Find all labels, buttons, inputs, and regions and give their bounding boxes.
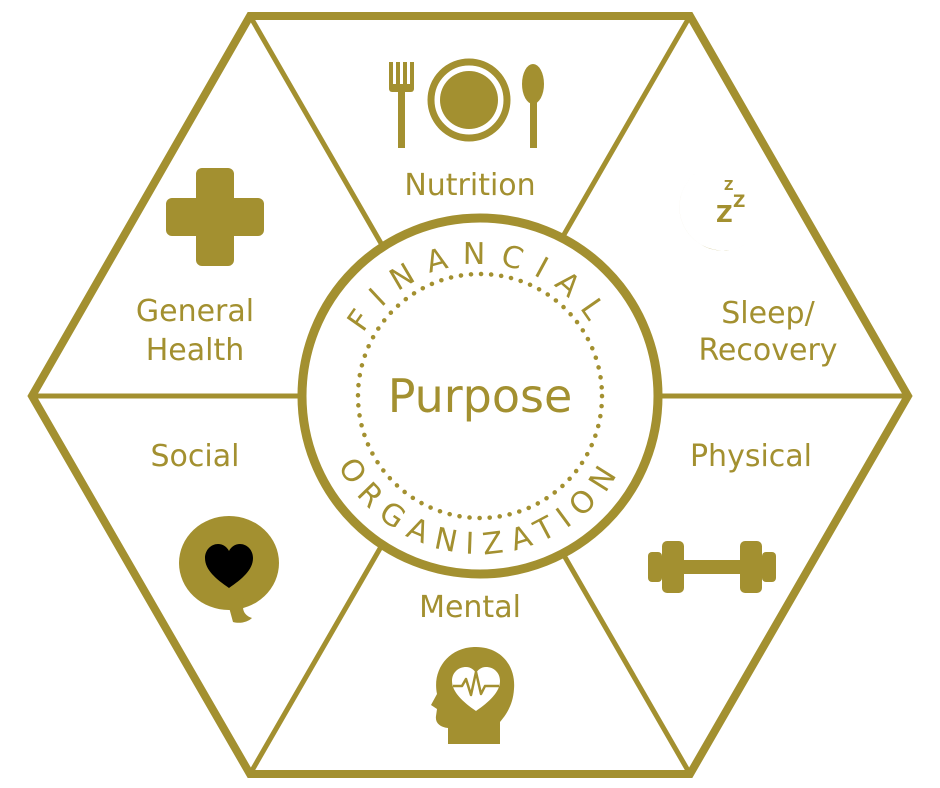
segment-nutrition: Nutrition: [389, 58, 544, 203]
segment-social: Social: [151, 439, 279, 623]
segment-general-health: General Health: [136, 168, 264, 368]
segment-label-mental: Mental: [419, 590, 521, 625]
segment-label-recovery: Recovery: [698, 333, 837, 368]
center-dotted-ring: [355, 271, 605, 521]
spoke-bottom-left: [247, 543, 385, 776]
svg-text:Z: Z: [724, 179, 733, 194]
spoke-bottom-right: [555, 543, 693, 776]
segment-physical: Physical: [648, 439, 812, 593]
segment-mental: Mental: [419, 590, 521, 744]
spoke-top-left: [247, 14, 385, 247]
plate-fork-spoon-icon: [389, 58, 544, 148]
svg-text:Z: Z: [733, 192, 745, 212]
segment-label-social: Social: [151, 439, 240, 474]
segment-label-physical: Physical: [690, 439, 812, 474]
speech-bubble-heart-icon: [179, 516, 279, 623]
center-circle-group: FINANCIAL ORGANIZATION Purpose: [297, 213, 663, 579]
segment-label-sleep: Sleep/: [721, 296, 815, 331]
spoke-top-right: [555, 14, 693, 247]
segment-label-health: Health: [146, 333, 245, 368]
svg-text:Z: Z: [716, 202, 733, 228]
moon-zzz-icon: Z Z Z: [679, 170, 746, 251]
medical-cross-icon: [166, 168, 264, 266]
hexagon-frame: [27, 12, 913, 778]
dumbbell-icon: [648, 541, 776, 593]
head-heart-icon: [431, 646, 515, 744]
segment-label-general: General: [136, 294, 254, 329]
center-outer-ring: [297, 213, 663, 579]
segment-label-nutrition: Nutrition: [404, 168, 535, 203]
segment-sleep: Z Z Z Sleep/ Recovery: [679, 170, 838, 368]
center-title: Purpose: [388, 369, 573, 423]
